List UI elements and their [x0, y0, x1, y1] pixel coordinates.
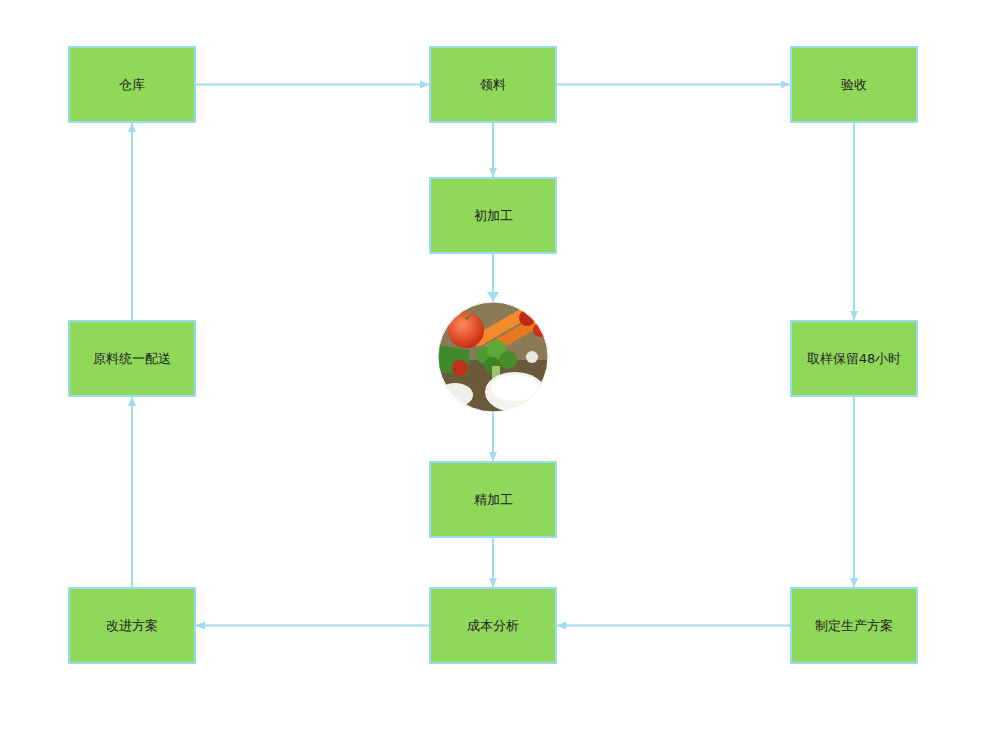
flow-arrow	[196, 84, 429, 86]
process-box: 制定生产方案	[790, 587, 918, 664]
process-box: 验收	[790, 46, 918, 123]
flow-arrow	[131, 397, 133, 587]
flow-arrow	[492, 538, 494, 587]
process-box: 仓库	[68, 46, 196, 123]
box-label: 仓库	[115, 76, 149, 94]
box-label: 制定生产方案	[811, 617, 897, 635]
flow-arrow	[196, 625, 429, 627]
flow-arrow	[131, 123, 133, 320]
box-label: 改进方案	[102, 617, 162, 635]
box-label: 验收	[837, 76, 871, 94]
flow-arrow	[492, 254, 494, 461]
process-box: 原料统一配送	[68, 320, 196, 397]
process-box: 成本分析	[429, 587, 557, 664]
box-label: 原料统一配送	[89, 350, 175, 368]
process-box: 取样保留48小时	[790, 320, 918, 397]
arrow-head	[487, 292, 499, 301]
process-box: 初加工	[429, 177, 557, 254]
box-label: 精加工	[470, 491, 517, 509]
box-label: 领料	[476, 76, 510, 94]
flow-arrow	[853, 123, 855, 320]
flow-arrow	[853, 397, 855, 587]
vegetable-photo	[436, 300, 552, 416]
flow-arrow	[557, 625, 790, 627]
process-box: 领料	[429, 46, 557, 123]
box-label: 取样保留48小时	[803, 350, 906, 368]
process-box: 精加工	[429, 461, 557, 538]
box-label: 初加工	[470, 207, 517, 225]
flow-arrow	[492, 123, 494, 177]
box-label: 成本分析	[463, 617, 523, 635]
flow-arrow	[557, 84, 790, 86]
process-box: 改进方案	[68, 587, 196, 664]
